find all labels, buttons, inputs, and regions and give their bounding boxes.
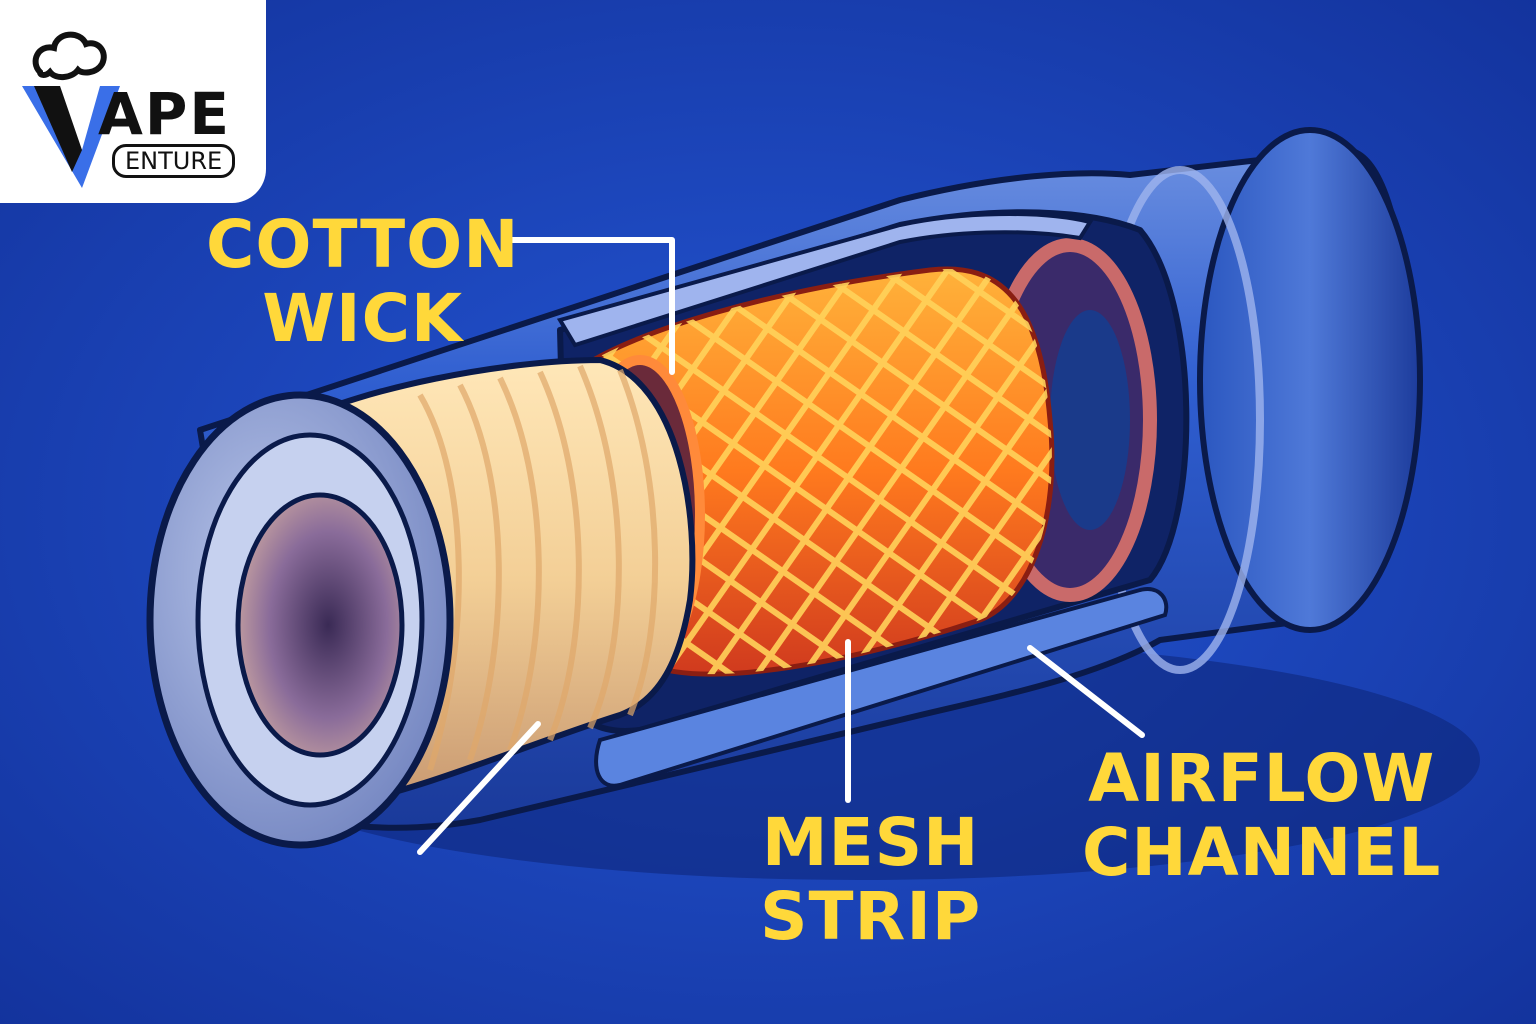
airflow-channel-label-line2: CHANNEL bbox=[1082, 814, 1442, 891]
cotton-wick-lower-leader bbox=[417, 721, 541, 855]
airflow-channel-label-line1: AIRFLOW bbox=[1088, 740, 1436, 817]
mesh-strip-label: MESH STRIP bbox=[760, 806, 981, 954]
v-mark bbox=[22, 86, 120, 188]
airflow-channel-label: AIRFLOW CHANNEL bbox=[1082, 742, 1441, 890]
airflow-channel-leader bbox=[1027, 645, 1145, 738]
cotton-wick-label-line1: COTTON bbox=[206, 206, 520, 283]
cotton-wick-label: COTTON WICK bbox=[206, 208, 519, 356]
vape-venture-logo-mark bbox=[22, 31, 120, 188]
inner-ring-hole bbox=[1050, 310, 1130, 530]
cloud-icon bbox=[32, 31, 107, 80]
cotton-fibers bbox=[417, 364, 659, 771]
logo-wordmark-bottom: ENTURE bbox=[112, 144, 236, 178]
cotton-wick-label-line2: WICK bbox=[262, 280, 464, 357]
mesh-strip-label-line1: MESH bbox=[761, 804, 980, 881]
airflow-channel-strip bbox=[594, 587, 1169, 788]
mesh-strip-label-line2: STRIP bbox=[760, 878, 982, 955]
upper-channel-strip bbox=[556, 212, 1094, 348]
logo-wordmark-top: APE bbox=[98, 80, 232, 148]
cotton-wick-leader bbox=[507, 237, 675, 375]
logo: APE ENTURE bbox=[0, 0, 266, 203]
front-opening bbox=[235, 492, 405, 758]
end-cap bbox=[1197, 127, 1423, 633]
